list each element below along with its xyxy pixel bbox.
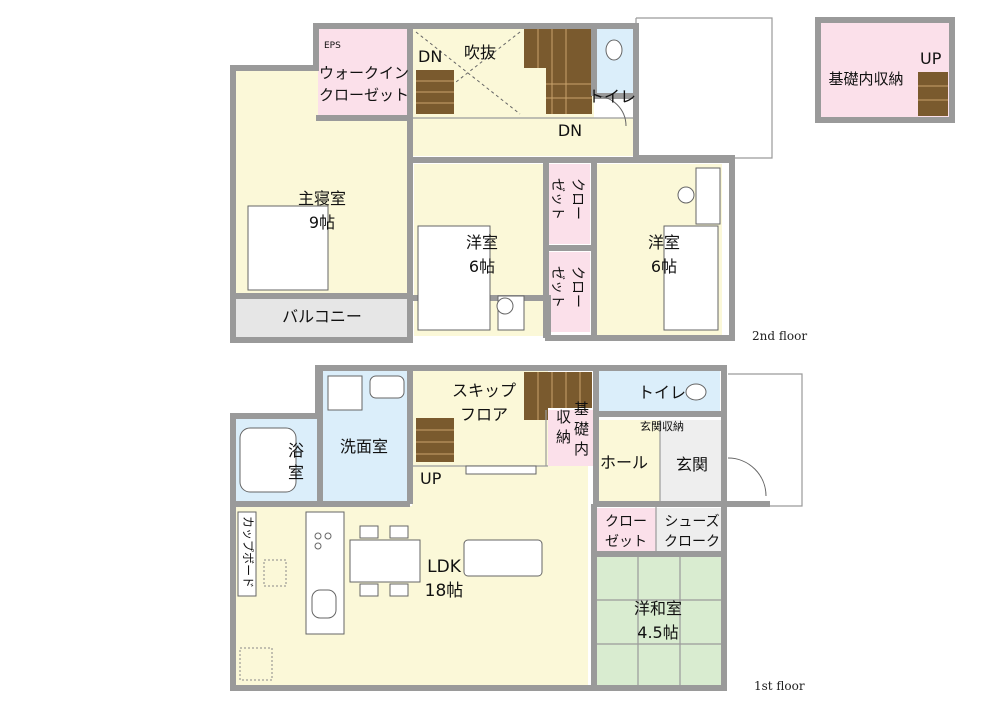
stair-1f-right	[524, 372, 592, 420]
washing-machine	[327, 375, 363, 411]
eps-label: EPS	[324, 41, 341, 51]
washbasin	[369, 375, 405, 399]
ldk-label-1: LDK	[427, 557, 462, 577]
tv-board	[465, 465, 537, 475]
room-center-label-1: 洋室	[466, 233, 498, 252]
hall-label: ホール	[600, 453, 648, 472]
kisonai-label-3: 内	[574, 440, 589, 458]
closet-b-label-1: クロー	[569, 266, 585, 308]
shoes-cloak-label-2: クローク	[664, 534, 720, 550]
cupboard-label: カップボード	[241, 516, 255, 588]
closet-a-label-1: クロー	[569, 178, 585, 220]
hall-1f-floor	[598, 420, 660, 502]
dn-hall-label: DN	[558, 121, 582, 140]
toilet-1f-fixture	[685, 383, 707, 401]
desk-right	[695, 167, 721, 225]
genkan-label: 玄関	[676, 455, 708, 474]
shoes-cloak-floor	[656, 508, 724, 552]
walk-in-closet-floor	[318, 28, 410, 118]
walk-in-closet-label-2: クローゼット	[319, 86, 409, 104]
genkan-storage-label: 玄関収納	[640, 419, 684, 433]
toilet-2f-floor	[596, 28, 634, 94]
toilet-2f-label: トイレ	[588, 87, 636, 106]
bed-center	[417, 225, 491, 331]
roof-outline	[636, 17, 773, 159]
shoes-cloak-label-1: シューズ	[664, 514, 719, 530]
washroom-label: 洗面室	[340, 437, 388, 456]
room-center-label-2: 6帖	[469, 257, 495, 276]
balcony-floor	[236, 298, 408, 338]
second-floor: EPS ウォークイン クローゼット DN 吹抜 トイレ DN 主寝室 9帖 洋室…	[230, 17, 955, 343]
storage-label-1: 収	[556, 408, 571, 426]
ldk-floor	[236, 506, 588, 686]
skip-floor-label-1: スキップ	[452, 381, 516, 400]
master-bedroom-label-2: 9帖	[309, 213, 335, 232]
kisonai-label-1: 基	[574, 400, 589, 418]
dn-left-label: DN	[418, 47, 442, 66]
cupboard	[237, 511, 257, 597]
fukinuke-label: 吹抜	[464, 43, 496, 62]
toilet-2f-fixture	[605, 39, 623, 61]
japanese-room-label-2: 4.5帖	[637, 623, 678, 642]
bath-label-1: 浴	[288, 441, 304, 460]
storage-label-2: 納	[556, 428, 571, 446]
ldk-label-2: 18帖	[425, 581, 464, 601]
closet-b-floor	[546, 252, 590, 332]
bath-label-2: 室	[288, 463, 304, 482]
stair-2f-right	[524, 28, 592, 114]
balcony-label: バルコニー	[282, 307, 362, 326]
second-floor-caption: 2nd floor	[752, 329, 807, 343]
first-floor-caption: 1st floor	[754, 679, 805, 693]
closet-1f-floor	[596, 508, 656, 552]
up-1f-label: UP	[420, 469, 442, 488]
porch-outline	[728, 373, 803, 507]
stair-1f-left	[416, 418, 454, 462]
walk-in-closet-label-1: ウォークイン	[319, 64, 409, 82]
closet-a-label-2: ゼット	[549, 178, 565, 220]
closet-a-floor	[546, 164, 590, 244]
kisonai-storage-floor	[548, 410, 596, 466]
room-right-label-2: 6帖	[651, 257, 677, 276]
room-right-label-1: 洋室	[648, 233, 680, 252]
sofa	[463, 539, 543, 577]
foundation-storage-label: 基礎内収納	[828, 70, 903, 88]
bed-right	[663, 225, 719, 331]
second-floor-walls	[230, 23, 735, 343]
bathtub	[239, 427, 297, 493]
skip-floor-label-2: フロア	[460, 405, 508, 424]
closet-1f-label-1: クロー	[605, 514, 647, 530]
toilet-1f-label: トイレ	[638, 383, 686, 402]
japanese-room-label-1: 洋和室	[634, 599, 682, 618]
master-bedroom-label-1: 主寝室	[298, 189, 346, 208]
dining-table	[349, 539, 421, 583]
genkan-floor	[660, 420, 724, 504]
hall-2f-floor	[412, 118, 634, 156]
closet-1f-label-2: ゼット	[605, 534, 647, 550]
first-floor: スキップ フロア 収 納 基 礎 内 トイレ 玄関収納 浴 室 洗面室 UP ホ…	[230, 365, 805, 693]
closet-b-label-2: ゼット	[549, 266, 565, 308]
foundation-storage-walls	[815, 17, 955, 123]
first-floor-walls	[230, 365, 727, 691]
foundation-stair	[918, 72, 948, 116]
foundation-up-label: UP	[920, 49, 942, 68]
kisonai-label-2: 礎	[574, 420, 589, 438]
bed-master	[247, 205, 329, 291]
japanese-room-floor	[596, 556, 722, 686]
